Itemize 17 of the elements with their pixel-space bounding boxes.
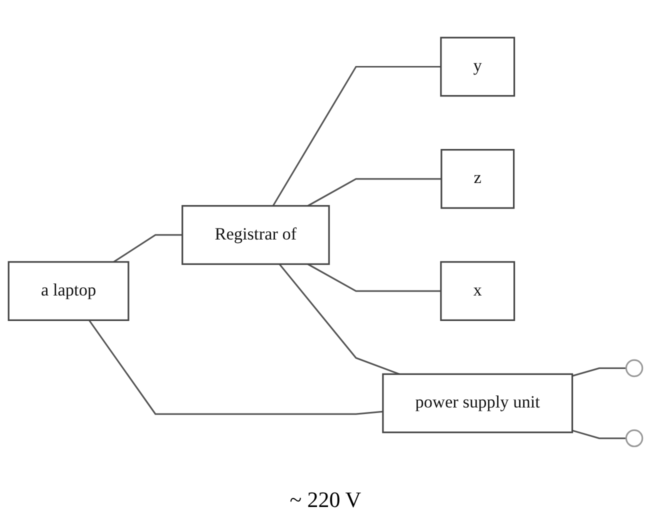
node-box: x <box>440 260 516 320</box>
connector <box>88 319 384 414</box>
node-circle <box>625 428 644 447</box>
node-box: power supply unit <box>382 372 574 433</box>
voltage-label: ~ 220 V <box>290 487 362 513</box>
connector <box>307 262 441 292</box>
connector <box>278 263 400 374</box>
node-box: y <box>440 36 516 96</box>
connector <box>572 429 626 439</box>
connector <box>307 178 442 206</box>
connector <box>113 234 182 262</box>
node-box: z <box>440 148 515 208</box>
connector <box>572 366 626 376</box>
node-box: Registrar of <box>182 204 330 264</box>
node-box: a laptop <box>8 260 130 320</box>
node-circle <box>625 358 644 377</box>
connector <box>272 65 441 206</box>
